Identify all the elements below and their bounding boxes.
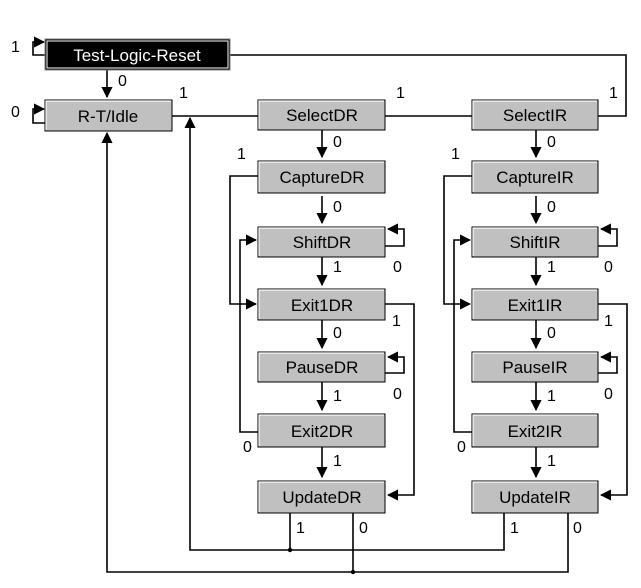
- label-captureir-to-shiftir-0: 0: [547, 199, 556, 216]
- state-label-capture-ir: CaptureIR: [496, 168, 573, 187]
- edge-captureir-to-exit1ir: [443, 175, 472, 310]
- state-label-shift-ir: ShiftIR: [509, 233, 560, 252]
- state-label-update-dr: UpdateDR: [282, 488, 361, 507]
- label-updatedr-1: 1: [296, 520, 305, 537]
- state-pause-ir[interactable]: PauseIR: [471, 351, 599, 383]
- state-label-run-test-idle: R-T/Idle: [78, 107, 138, 126]
- state-label-shift-dr: ShiftDR: [293, 233, 352, 252]
- label-tlr-to-idle-0: 0: [118, 73, 127, 90]
- state-capture-dr[interactable]: CaptureDR: [257, 160, 386, 194]
- label-pausedr-to-exit2dr-1: 1: [333, 388, 342, 405]
- state-label-pause-dr: PauseDR: [286, 358, 359, 377]
- label-capturedr-to-exit1dr-1: 1: [237, 146, 246, 163]
- state-label-update-ir: UpdateIR: [499, 488, 571, 507]
- edge-exit2dr-to-shiftdr: [239, 234, 258, 433]
- state-label-exit1-dr: Exit1DR: [291, 296, 353, 315]
- edge-updates-to-selectdr: [184, 116, 505, 551]
- label-pauseir-to-exit2ir-1: 1: [547, 388, 556, 405]
- state-exit2-ir[interactable]: Exit2IR: [471, 413, 599, 448]
- label-exit2ir-to-shiftir-0: 0: [457, 439, 466, 456]
- label-shiftir-to-exit1ir-1: 1: [547, 259, 556, 276]
- edge-exit2ir-to-shiftir: [453, 234, 472, 433]
- state-pause-dr[interactable]: PauseDR: [257, 351, 386, 383]
- state-label-select-dr: SelectDR: [286, 106, 358, 125]
- state-label-capture-dr: CaptureDR: [279, 168, 364, 187]
- label-exit2ir-to-updateir-1: 1: [547, 453, 556, 470]
- label-idle-to-selectdr-1: 1: [179, 85, 188, 102]
- state-update-dr[interactable]: UpdateDR: [257, 480, 386, 514]
- label-updatedr-0: 0: [359, 520, 368, 537]
- state-label-exit1-ir: Exit1IR: [508, 296, 563, 315]
- edge-capturedr-to-exit1dr: [229, 175, 258, 310]
- state-label-exit2-ir: Exit2IR: [508, 422, 563, 441]
- label-selectdr-to-selectir-1: 1: [396, 85, 405, 102]
- label-exit1ir-to-pauseir-0: 0: [547, 325, 556, 342]
- edge-updates-to-idle: [101, 131, 569, 573]
- edge-exit1dr-to-updatedr: [385, 303, 415, 501]
- edge-labels: 1 0 0 1 1 1 0 1 0 1 0 1 0 1 0 0 1 1 0 0 …: [11, 39, 618, 537]
- state-exit1-ir[interactable]: Exit1IR: [471, 288, 599, 321]
- label-captureir-to-exit1ir-1: 1: [451, 146, 460, 163]
- label-shiftdr-to-exit1dr-1: 1: [333, 259, 342, 276]
- label-updateir-0: 0: [573, 520, 582, 537]
- state-shift-dr[interactable]: ShiftDR: [257, 226, 386, 258]
- state-run-test-idle[interactable]: R-T/Idle: [44, 99, 173, 132]
- state-exit2-dr[interactable]: Exit2DR: [257, 413, 386, 448]
- state-label-pause-ir: PauseIR: [502, 358, 567, 377]
- label-tlr-self-1: 1: [11, 39, 20, 56]
- label-exit1dr-to-pausedr-0: 0: [333, 325, 342, 342]
- label-idle-self-0: 0: [11, 104, 20, 121]
- junction-dots: [287, 547, 356, 575]
- label-exit2dr-to-updatedr-1: 1: [333, 453, 342, 470]
- label-pausedr-self-0: 0: [393, 386, 402, 403]
- edge-tlr-self: [32, 36, 46, 56]
- edge-pausedr-self: [385, 351, 405, 374]
- edge-idle-self: [32, 103, 46, 124]
- label-shiftir-self-0: 0: [604, 259, 613, 276]
- label-selectir-to-tlr-1: 1: [609, 85, 618, 102]
- connectors: [32, 36, 628, 573]
- label-exit1dr-to-updatedr-1: 1: [392, 313, 401, 330]
- label-shiftdr-self-0: 0: [393, 259, 402, 276]
- state-capture-ir[interactable]: CaptureIR: [471, 160, 599, 194]
- state-shift-ir[interactable]: ShiftIR: [471, 226, 599, 258]
- state-label-select-ir: SelectIR: [503, 106, 567, 125]
- edge-pauseir-self: [598, 351, 618, 374]
- state-label-exit2-dr: Exit2DR: [291, 422, 353, 441]
- label-selectdr-to-capturedr-0: 0: [333, 134, 342, 151]
- state-select-ir[interactable]: SelectIR: [471, 99, 599, 131]
- edge-exit1ir-to-updateir: [598, 303, 628, 501]
- state-test-logic-reset[interactable]: Test-Logic-Reset: [44, 38, 231, 71]
- label-capturedr-to-shiftdr-0: 0: [333, 199, 342, 216]
- edge-shiftir-self: [598, 223, 618, 247]
- label-selectir-to-captureir-0: 0: [547, 134, 556, 151]
- label-updateir-1: 1: [510, 520, 519, 537]
- label-pauseir-self-0: 0: [604, 386, 613, 403]
- edge-selectir-to-tlr: [230, 54, 627, 117]
- state-label-test-logic-reset: Test-Logic-Reset: [73, 46, 201, 65]
- edge-shiftdr-self: [385, 223, 405, 247]
- state-boxes: Test-Logic-Reset R-T/Idle SelectDR Captu…: [44, 38, 599, 514]
- label-exit1ir-to-updateir-1: 1: [604, 313, 613, 330]
- state-exit1-dr[interactable]: Exit1DR: [257, 288, 386, 321]
- state-select-dr[interactable]: SelectDR: [257, 99, 386, 131]
- state-update-ir[interactable]: UpdateIR: [471, 480, 599, 514]
- label-exit2dr-to-shiftdr-0: 0: [243, 439, 252, 456]
